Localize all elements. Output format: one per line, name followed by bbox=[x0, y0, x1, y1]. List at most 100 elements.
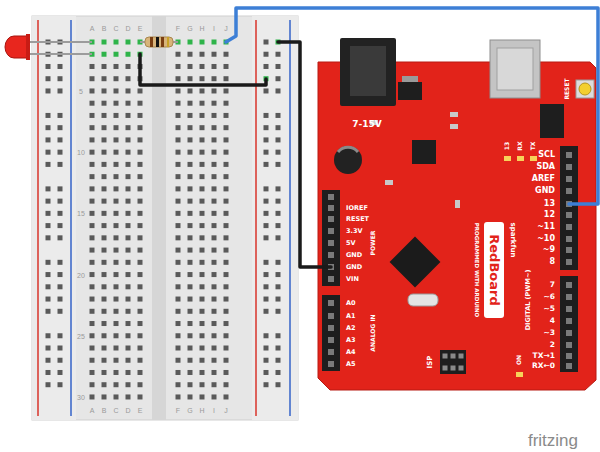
rail-hole bbox=[46, 223, 51, 228]
rail-hole bbox=[46, 150, 51, 155]
breadboard-hole bbox=[188, 358, 193, 363]
rail-hole bbox=[276, 309, 281, 314]
header-pin bbox=[328, 240, 334, 246]
rail-hole bbox=[58, 370, 63, 375]
breadboard-hole bbox=[138, 186, 143, 191]
breadboard-hole bbox=[188, 162, 193, 167]
pin-label: IOREF bbox=[346, 205, 368, 212]
breadboard-hole bbox=[188, 125, 193, 130]
header-pin bbox=[566, 152, 572, 158]
reset-label: RESET bbox=[564, 78, 570, 99]
breadboard-hole bbox=[212, 101, 217, 106]
breadboard-hole bbox=[102, 186, 107, 191]
rail-hole bbox=[276, 199, 281, 204]
breadboard-hole bbox=[90, 101, 95, 106]
breadboard-hole bbox=[114, 113, 119, 118]
rail-hole bbox=[58, 211, 63, 216]
breadboard-hole bbox=[224, 150, 229, 155]
breadboard-hole bbox=[138, 223, 143, 228]
breadboard-hole bbox=[176, 76, 181, 81]
breadboard-hole bbox=[176, 394, 181, 399]
breadboard-hole bbox=[200, 284, 205, 289]
breadboard-hole bbox=[114, 260, 119, 265]
breadboard-hole bbox=[224, 235, 229, 240]
breadboard-hole bbox=[90, 309, 95, 314]
rail-hole bbox=[46, 333, 51, 338]
rail-hole bbox=[46, 186, 51, 191]
breadboard-hole bbox=[188, 272, 193, 277]
breadboard-hole bbox=[126, 125, 131, 130]
header-pin bbox=[566, 294, 572, 300]
breadboard-hole bbox=[212, 40, 217, 45]
breadboard-hole bbox=[224, 76, 229, 81]
breadboard-hole bbox=[224, 52, 229, 57]
capacitor-mark bbox=[338, 147, 358, 152]
pin-label: 2 bbox=[550, 341, 555, 349]
breadboard-hole bbox=[212, 88, 217, 93]
rail-hole bbox=[276, 260, 281, 265]
header-pin bbox=[566, 224, 572, 230]
rail-hole bbox=[58, 333, 63, 338]
smd-part bbox=[450, 124, 458, 129]
header-pin bbox=[328, 216, 334, 222]
crystal bbox=[408, 294, 438, 306]
isp-pin bbox=[459, 366, 464, 371]
board-logo: RedBoard bbox=[488, 234, 501, 305]
breadboard-hole bbox=[126, 309, 131, 314]
breadboard-letter: D bbox=[125, 25, 130, 32]
breadboard-letter: B bbox=[102, 407, 107, 414]
breadboard-hole bbox=[102, 211, 107, 216]
breadboard-hole bbox=[114, 137, 119, 142]
resistor-band bbox=[161, 37, 164, 47]
breadboard-hole bbox=[224, 272, 229, 277]
isp-pin bbox=[443, 354, 448, 359]
breadboard-hole bbox=[126, 199, 131, 204]
breadboard-hole bbox=[114, 333, 119, 338]
pin-label: A5 bbox=[346, 361, 356, 368]
breadboard-hole bbox=[188, 346, 193, 351]
breadboard-hole bbox=[188, 260, 193, 265]
breadboard-hole bbox=[200, 297, 205, 302]
pin-label: GND bbox=[346, 264, 362, 271]
rail-hole bbox=[46, 113, 51, 118]
breadboard-hole bbox=[200, 260, 205, 265]
breadboard-hole bbox=[90, 260, 95, 265]
breadboard-hole bbox=[114, 101, 119, 106]
pin-label: ~3 bbox=[543, 329, 555, 337]
breadboard-hole bbox=[200, 394, 205, 399]
breadboard-hole bbox=[90, 235, 95, 240]
rail-hole bbox=[58, 162, 63, 167]
rail-line bbox=[70, 20, 72, 416]
breadboard-hole bbox=[102, 199, 107, 204]
rail-hole bbox=[264, 382, 269, 387]
rail-hole bbox=[264, 137, 269, 142]
header-pins bbox=[328, 152, 572, 369]
breadboard-hole bbox=[114, 162, 119, 167]
breadboard-hole bbox=[102, 370, 107, 375]
rail-hole bbox=[58, 346, 63, 351]
breadboard-hole bbox=[138, 125, 143, 130]
breadboard-hole bbox=[90, 346, 95, 351]
rail-hole bbox=[276, 382, 281, 387]
breadboard-hole bbox=[138, 248, 143, 253]
rail-hole bbox=[46, 260, 51, 265]
breadboard-hole bbox=[138, 272, 143, 277]
breadboard-hole bbox=[176, 88, 181, 93]
breadboard-hole bbox=[212, 382, 217, 387]
breadboard-hole bbox=[114, 370, 119, 375]
usb-chip bbox=[540, 104, 564, 138]
capacitor bbox=[334, 146, 362, 174]
breadboard-hole bbox=[200, 199, 205, 204]
breadboard-hole bbox=[224, 346, 229, 351]
breadboard-hole bbox=[114, 52, 119, 57]
header-pin bbox=[566, 363, 572, 369]
breadboard-hole bbox=[200, 52, 205, 57]
rail-hole bbox=[46, 382, 51, 387]
power-header bbox=[322, 190, 340, 286]
breadboard-hole bbox=[212, 223, 217, 228]
pin-label: ~6 bbox=[543, 293, 555, 301]
breadboard-hole bbox=[102, 309, 107, 314]
breadboard-hole bbox=[138, 309, 143, 314]
breadboard-hole bbox=[102, 88, 107, 93]
